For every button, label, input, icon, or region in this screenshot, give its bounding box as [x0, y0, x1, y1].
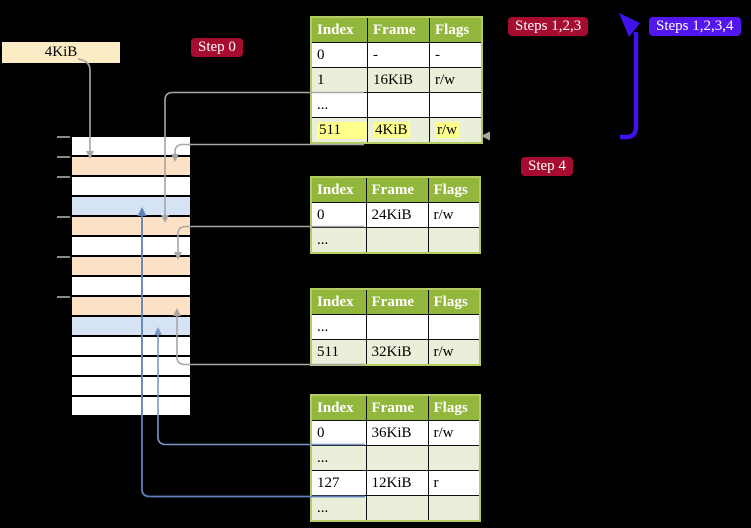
table-cell: r/w	[427, 420, 481, 446]
memory-frame-5-free	[72, 235, 190, 255]
table-cell: ...	[310, 227, 367, 254]
table-cell	[427, 314, 481, 340]
table-cell	[365, 495, 429, 522]
column-header-index: Index	[310, 288, 367, 315]
badge-step-4: Step 4	[521, 157, 573, 176]
table-cell: ...	[310, 92, 368, 118]
memory-strip-ticks	[57, 136, 70, 298]
table-cell: 511	[310, 339, 367, 366]
table-cell: 0	[310, 202, 367, 228]
column-header-frame: Frame	[365, 288, 429, 315]
column-header-frame: Frame	[367, 16, 430, 43]
memory-frame-9-mapped_page	[72, 315, 190, 335]
table-cell: ...	[310, 445, 367, 471]
table-cell: -	[429, 42, 482, 68]
memory-frame-1-page_table	[72, 155, 190, 175]
memory-frame-7-free	[72, 275, 190, 295]
table-cell: 511	[310, 117, 368, 144]
memory-frame-12-free	[72, 375, 190, 395]
frame-size-label: 4KiB	[2, 42, 120, 63]
column-header-flags: Flags	[427, 288, 481, 315]
table-row: ...	[310, 227, 481, 254]
table-cell: 127	[310, 470, 367, 496]
table-cell: r/w	[427, 202, 481, 228]
table-cell: 36KiB	[365, 420, 429, 446]
table-cell	[429, 92, 482, 118]
memory-frame-6-page_table	[72, 255, 190, 275]
column-header-index: Index	[310, 16, 368, 43]
column-header-index: Index	[310, 176, 367, 203]
table-cell: r/w	[427, 339, 481, 366]
table-row: ...	[310, 495, 481, 522]
table-row: ...	[310, 92, 482, 118]
table-cell	[365, 314, 429, 340]
table-cell	[427, 445, 481, 471]
arrow-table1-entry511-to-frame-4kib	[171, 143, 364, 162]
badge-steps-1-2-3: Steps 1,2,3	[508, 17, 589, 36]
table-cell: r/w	[429, 117, 482, 144]
column-header-frame: Frame	[365, 394, 429, 421]
memory-frame-0-free	[72, 137, 190, 155]
table-cell	[365, 227, 429, 254]
physical-memory-strip	[72, 137, 190, 415]
table-cell	[427, 227, 481, 254]
table-cell: 1	[310, 67, 368, 93]
memory-frame-2-free	[72, 175, 190, 195]
memory-frame-8-page_table	[72, 295, 190, 315]
column-header-flags: Flags	[427, 394, 481, 421]
badge-steps-1-2-3-4: Steps 1,2,3,4	[649, 17, 741, 36]
column-header-flags: Flags	[427, 176, 481, 203]
memory-frame-10-free	[72, 335, 190, 355]
table-cell: r/w	[429, 67, 482, 93]
memory-frame-4-page_table	[72, 215, 190, 235]
badge-step-0: Step 0	[191, 38, 243, 57]
memory-frame-13-free	[72, 395, 190, 415]
column-header-frame: Frame	[365, 176, 429, 203]
table-row: 0--	[310, 42, 482, 68]
recursive-walk-arrowhead-icon	[619, 13, 640, 37]
table-cell: 0	[310, 42, 368, 68]
table-cell: -	[367, 42, 430, 68]
table-cell: 32KiB	[365, 339, 429, 366]
table-cell: ...	[310, 495, 367, 522]
table-row: ...	[310, 445, 481, 471]
table-cell: ...	[310, 314, 367, 340]
table-cell: 4KiB	[367, 117, 430, 144]
table-cell	[427, 495, 481, 522]
table-cell: r	[427, 470, 481, 496]
recursive-walk-arrow	[620, 32, 639, 140]
memory-frame-3-mapped_page	[72, 195, 190, 215]
column-header-flags: Flags	[429, 16, 482, 43]
table-cell	[365, 445, 429, 471]
table-cell: 12KiB	[365, 470, 429, 496]
column-header-index: Index	[310, 394, 367, 421]
table-cell: 16KiB	[367, 67, 430, 93]
table-cell: 24KiB	[365, 202, 429, 228]
table-cell	[367, 92, 430, 118]
table-cell: 0	[310, 420, 367, 446]
memory-frame-11-free	[72, 355, 190, 375]
table-row: ...	[310, 314, 481, 340]
